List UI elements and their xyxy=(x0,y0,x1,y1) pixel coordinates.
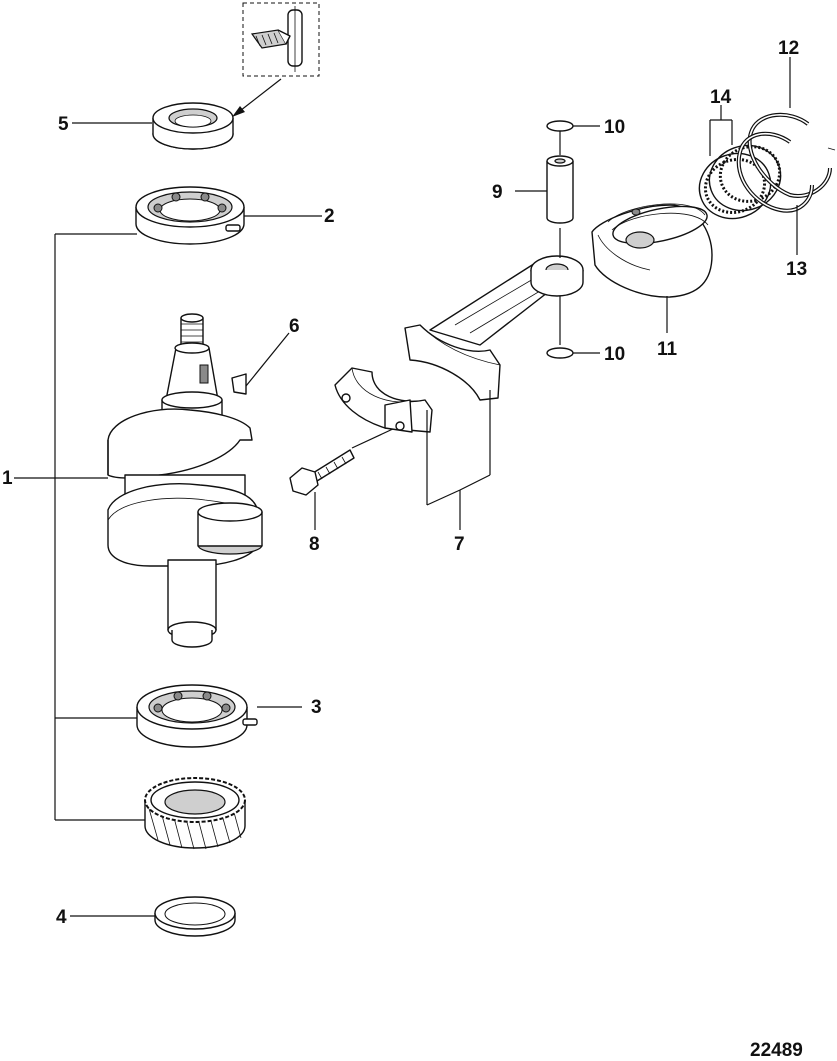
callout-3: 3 xyxy=(311,697,322,718)
callout-10-lower: 10 xyxy=(604,344,625,365)
oil-seal-part-5 xyxy=(152,102,234,150)
callout-11: 11 xyxy=(657,339,678,360)
callout-2: 2 xyxy=(324,206,335,227)
rod-bolt-part-8 xyxy=(289,449,355,496)
diagram-id: 22489 xyxy=(750,1040,803,1061)
crankshaft-part-1 xyxy=(107,313,263,648)
thrust-washer-part-4 xyxy=(154,896,236,937)
piston-ring-part-12 xyxy=(747,112,836,198)
piston-pin-part-9 xyxy=(546,155,574,224)
callout-1: 1 xyxy=(2,468,13,489)
ball-bearing-part-2 xyxy=(135,186,245,245)
piston-ring-part-13 xyxy=(736,131,814,213)
crankshaft-gear xyxy=(144,777,246,850)
callout-10-upper: 10 xyxy=(604,117,625,138)
callout-6: 6 xyxy=(289,316,300,337)
woodruff-key-part-6 xyxy=(231,373,247,395)
callout-4: 4 xyxy=(56,907,67,928)
seal-install-detail-inset xyxy=(242,2,320,77)
callout-9: 9 xyxy=(492,182,503,203)
callout-5: 5 xyxy=(58,114,69,135)
circlip-part-10-upper xyxy=(546,120,574,132)
callout-14: 14 xyxy=(710,87,732,108)
piston-part-11 xyxy=(591,203,713,298)
circlip-part-10-lower xyxy=(546,347,574,359)
callout-7-bracket xyxy=(426,390,491,530)
connecting-rod-part-7 xyxy=(334,255,584,433)
callout-14-bracket xyxy=(709,105,733,156)
callout-8: 8 xyxy=(309,534,320,555)
callout-7: 7 xyxy=(454,534,465,555)
callout-1-bracket xyxy=(14,233,145,821)
callout-12: 12 xyxy=(778,38,799,59)
callout-13: 13 xyxy=(786,259,807,280)
ball-bearing-part-3 xyxy=(136,684,258,748)
